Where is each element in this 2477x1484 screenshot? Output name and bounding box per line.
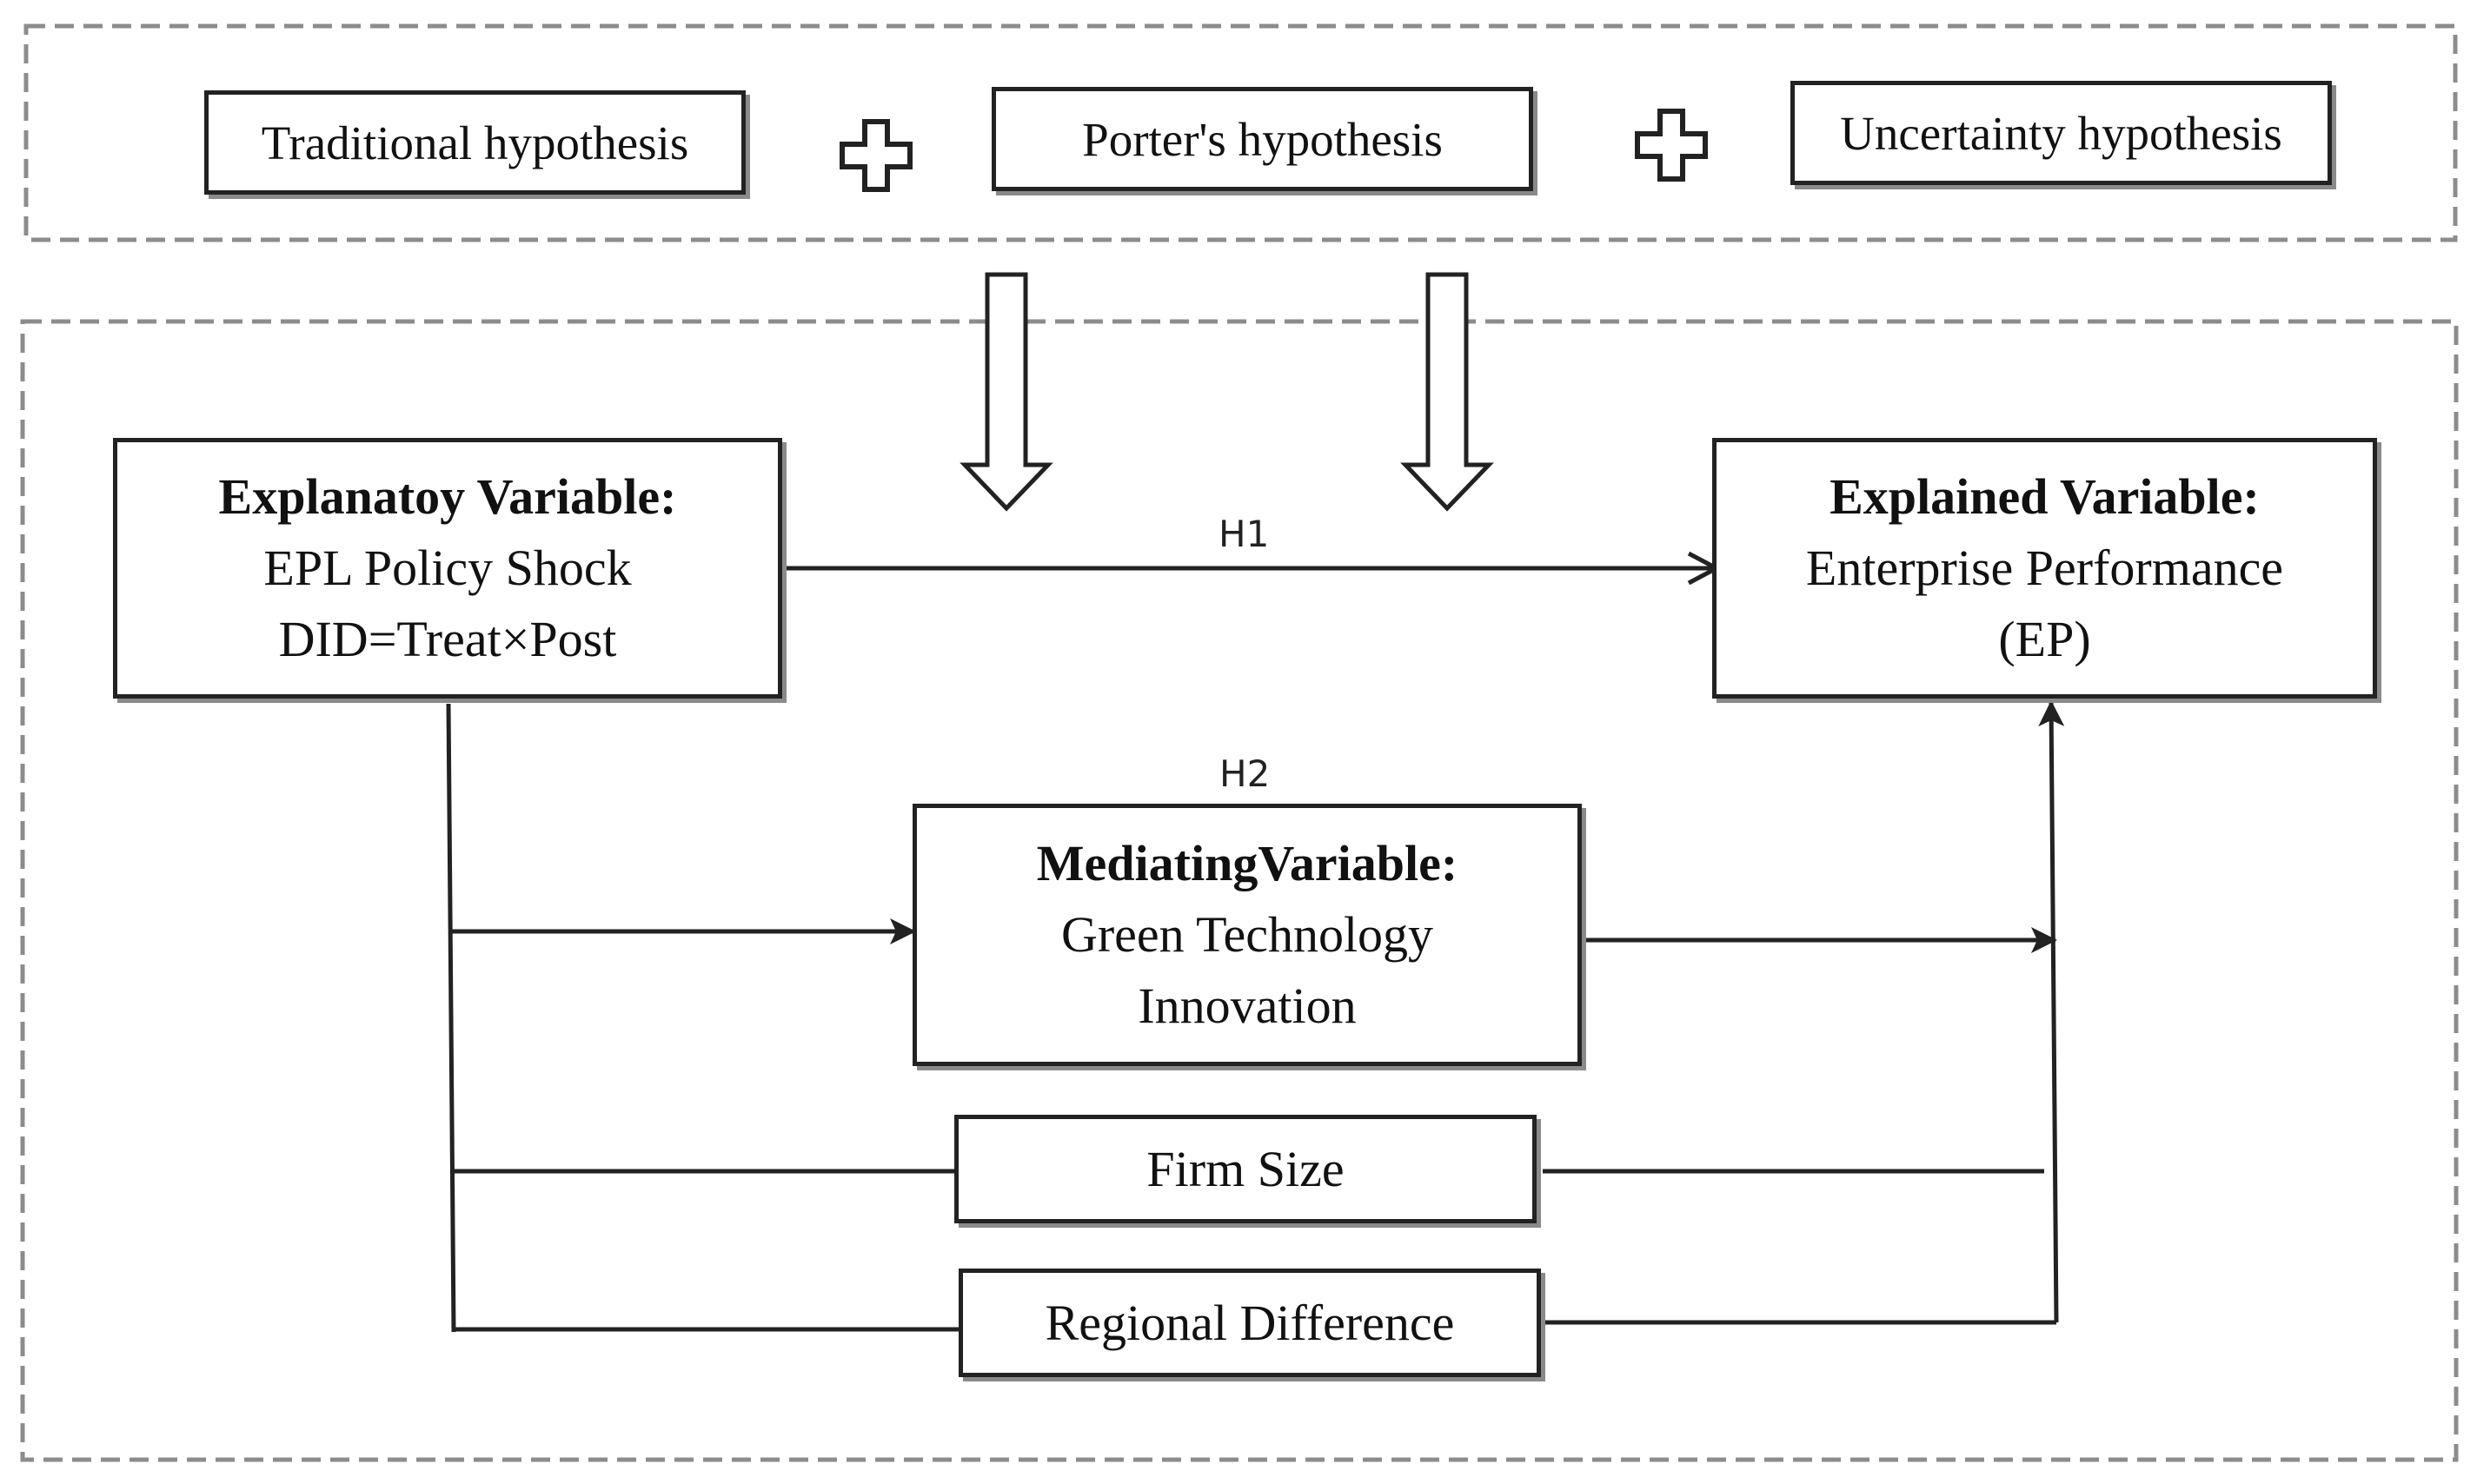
explanatory-variable-line2: DID=Treat×Post	[278, 611, 617, 667]
explained-variable-line2: (EP)	[1998, 611, 2091, 667]
traditional-hypothesis-label: Traditional hypothesis	[261, 116, 689, 169]
model-group-frame	[20, 319, 2459, 1462]
hypotheses-group-frame	[23, 23, 2458, 242]
explained-variable-box: Explained Variable: Enterprise Performan…	[1712, 438, 2377, 699]
traditional-hypothesis-box: Traditional hypothesis	[204, 90, 746, 195]
porter-hypothesis-label: Porter's hypothesis	[1082, 112, 1443, 166]
uncertainty-hypothesis-box: Uncertainty hypothesis	[1790, 81, 2332, 185]
uncertainty-hypothesis-label: Uncertainty hypothesis	[1840, 106, 2282, 160]
firm-size-box: Firm Size	[954, 1115, 1537, 1223]
explanatory-variable-line1: EPL Policy Shock	[263, 540, 632, 596]
mediating-variable-title: MediatingVariable:	[1036, 835, 1458, 891]
down-arrow-icon	[960, 272, 1053, 512]
explanatory-variable-box: Explanatoy Variable: EPL Policy Shock DI…	[113, 438, 782, 699]
firm-size-label: Firm Size	[1146, 1141, 1345, 1197]
regional-difference-box: Regional Difference	[959, 1269, 1541, 1377]
left-trunk-line	[446, 703, 456, 1333]
regional-difference-label: Regional Difference	[1045, 1295, 1455, 1351]
plus-icon	[1635, 109, 1708, 182]
down-arrow-icon	[1400, 272, 1494, 512]
mediating-variable-box: MediatingVariable: Green Technology Inno…	[913, 804, 1582, 1066]
h1-label: H1	[1219, 513, 1270, 555]
mediating-variable-line2: Innovation	[1138, 977, 1357, 1034]
explained-variable-line1: Enterprise Performance	[1805, 540, 2284, 596]
h2-label: H2	[1219, 752, 1271, 795]
explained-variable-title: Explained Variable:	[1830, 468, 2260, 525]
plus-icon	[840, 119, 913, 192]
porter-hypothesis-box: Porter's hypothesis	[992, 87, 1533, 191]
explanatory-variable-title: Explanatoy Variable:	[218, 468, 677, 525]
mediating-variable-line1: Green Technology	[1060, 906, 1434, 963]
right-trunk-arrow	[2038, 700, 2065, 1323]
